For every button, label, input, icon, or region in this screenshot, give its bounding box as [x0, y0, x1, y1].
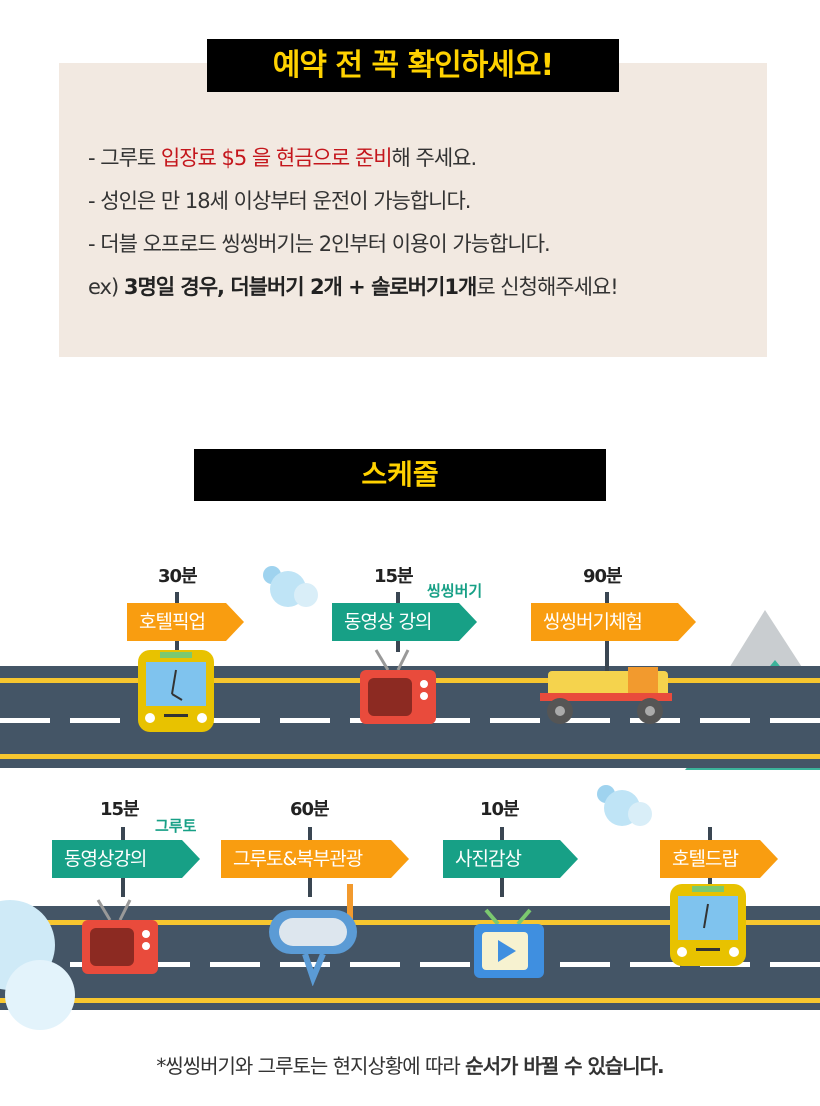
- text: *씽씽버기와 그루토는 현지상황에 따라: [156, 1054, 466, 1078]
- duration-label: 90분: [583, 566, 623, 587]
- text: 로 신청해주세요!: [476, 275, 618, 299]
- bold-text: 3명일 경우, 더블버기 2개 + 솔로버기1개: [123, 275, 477, 299]
- step-sign: 동영상 강의: [332, 603, 477, 641]
- duration-label: 15분: [374, 566, 414, 587]
- bus-icon: [138, 650, 214, 732]
- cloud-icon: [263, 566, 318, 607]
- buggy-icon: [540, 667, 672, 724]
- step-sign: 씽씽버기체험: [531, 603, 696, 641]
- notice-line-4: ex) 3명일 경우, 더블버기 2개 + 솔로버기1개로 신청해주세요!: [88, 271, 619, 301]
- notice-line-2: - 성인은 만 18세 이상부터 운전이 가능합니다.: [88, 189, 471, 213]
- text: - 그루토: [88, 146, 161, 170]
- video-screen-icon: [474, 908, 544, 978]
- step-sign: 그루토&북부관광: [221, 840, 409, 878]
- category-tag: 그루토: [155, 817, 197, 835]
- cloud-icon: [0, 900, 75, 1030]
- text: 해 주세요.: [391, 146, 478, 170]
- snorkel-mask-icon: [269, 884, 357, 986]
- text: ex): [88, 275, 124, 299]
- bus-icon: [670, 884, 746, 966]
- footer-note: *씽씽버기와 그루토는 현지상황에 따라 순서가 바뀔 수 있습니다.: [0, 1050, 820, 1079]
- step-sign: 동영상강의: [52, 840, 200, 878]
- tv-icon: [360, 649, 436, 724]
- notice-box: [59, 63, 767, 357]
- schedule-title: 스케줄: [194, 449, 606, 501]
- category-tag: 씽씽버기: [427, 582, 483, 600]
- notice-title: 예약 전 꼭 확인하세요!: [207, 39, 619, 92]
- highlight-text: 입장료 $5 을 현금으로 준비: [160, 146, 393, 170]
- bold-text: 순서가 바뀔 수 있습니다.: [465, 1054, 664, 1078]
- duration-label: 10분: [480, 799, 520, 820]
- cloud-icon: [597, 785, 652, 826]
- notice-line-1: - 그루토 입장료 $5 을 현금으로 준비해 주세요.: [88, 142, 478, 172]
- duration-label: 15분: [100, 799, 140, 820]
- tv-icon: [82, 899, 158, 974]
- duration-label: 60분: [290, 799, 330, 820]
- step-sign: 사진감상: [443, 840, 578, 878]
- duration-label: 30분: [158, 566, 198, 587]
- step-sign: 호텔드랍: [660, 840, 778, 878]
- step-sign: 호텔픽업: [127, 603, 244, 641]
- notice-line-3: - 더블 오프로드 씽씽버기는 2인부터 이용이 가능합니다.: [88, 232, 551, 256]
